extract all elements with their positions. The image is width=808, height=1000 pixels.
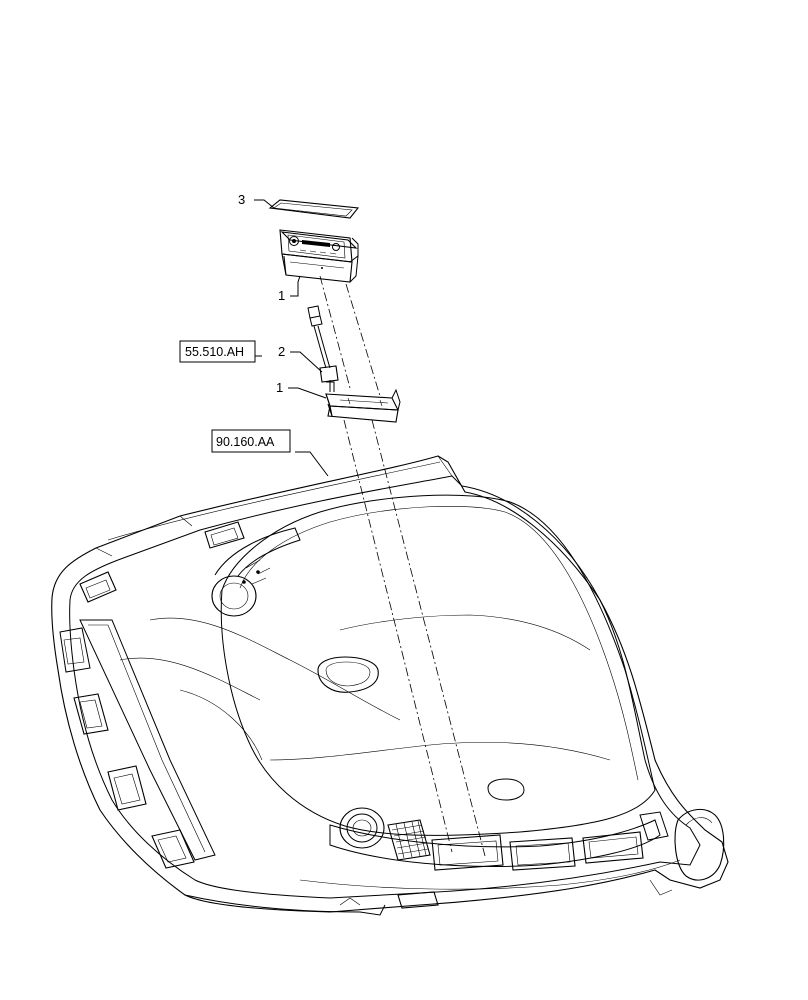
leader-lines — [254, 199, 329, 477]
reference-55-510-label: 55.510.AH — [185, 345, 244, 359]
radio-unit — [279, 229, 359, 283]
callout-2: 2 — [278, 344, 285, 359]
assembly-centerlines — [319, 275, 486, 857]
cab-headliner-panel — [51, 455, 729, 916]
callout-1-radio: 1 — [278, 288, 285, 303]
reference-90-160-label: 90.160.AA — [216, 435, 275, 449]
wiring-harness — [307, 305, 339, 392]
reference-55-510-box[interactable]: 55.510.AH — [179, 340, 256, 363]
callout-1-bracket: 1 — [276, 380, 283, 395]
reference-90-160-box[interactable]: 90.160.AA — [211, 429, 291, 453]
speaker-grille — [391, 820, 429, 859]
mounting-bracket — [325, 388, 401, 423]
callout-3: 3 — [238, 192, 245, 207]
faceplate-gasket — [268, 199, 360, 219]
